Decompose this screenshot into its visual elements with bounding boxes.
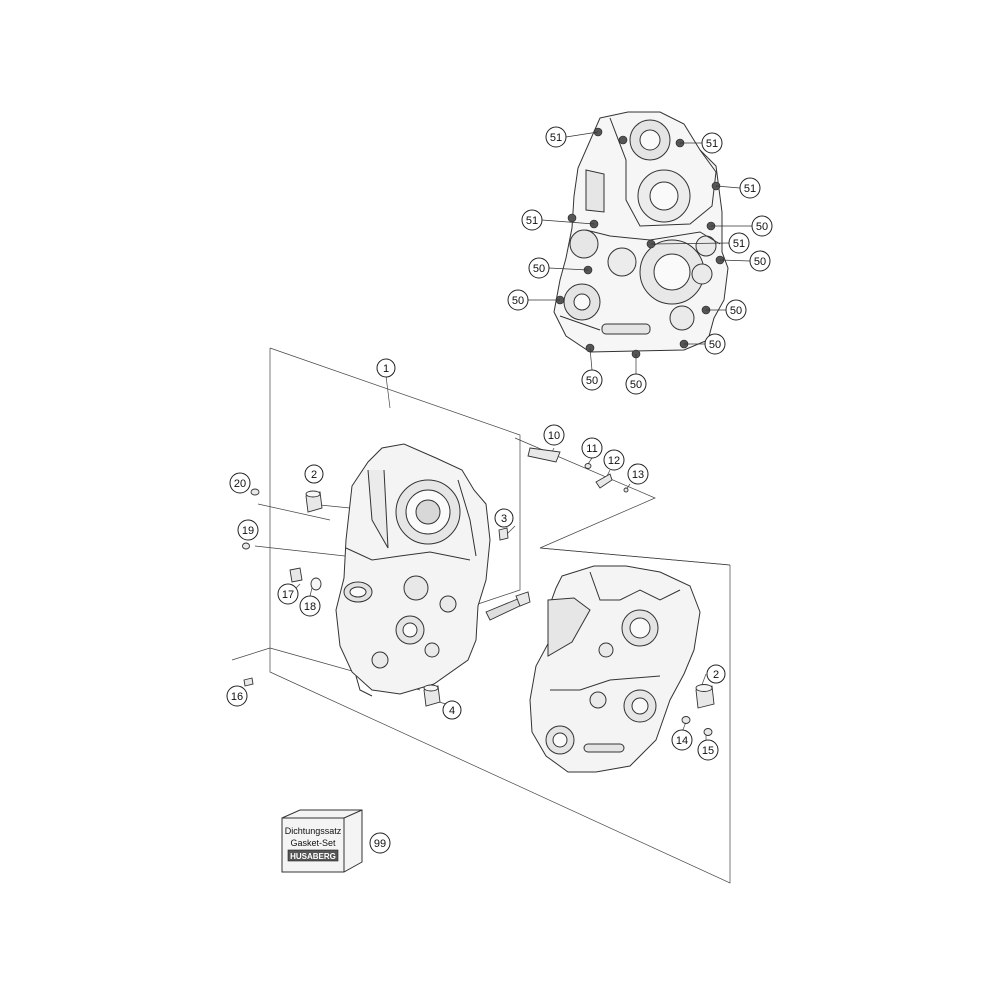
callout-50-g: 50 [581, 369, 603, 391]
callout-4: 4 [442, 700, 462, 720]
callout-label: 20 [234, 478, 246, 490]
callout-14: 14 [671, 729, 693, 751]
callout-label: 50 [586, 375, 598, 387]
loose-parts [242, 447, 715, 736]
callout-label: 51 [744, 183, 756, 195]
callout-label: 51 [733, 238, 745, 250]
callout-label: 2 [311, 469, 317, 481]
callouts: 1 2 2 3 4 10 11 12 13 14 15 16 17 18 19 … [226, 358, 726, 854]
callout-51-d: 51 [521, 209, 543, 231]
callout-label: 51 [706, 138, 718, 150]
brand-logo-plate [287, 849, 339, 862]
callout-50-e: 50 [725, 299, 747, 321]
callout-2-left: 2 [304, 464, 324, 484]
callout-label: 1 [383, 363, 389, 375]
callout-19: 19 [237, 519, 259, 541]
callout-17: 17 [277, 583, 299, 605]
callout-label: 14 [676, 735, 688, 747]
callout-label: 50 [630, 379, 642, 391]
callout-label: 50 [754, 256, 766, 268]
callout-label: 10 [548, 430, 560, 442]
crankcase-left-half [335, 443, 491, 697]
callout-50-a: 50 [751, 215, 773, 237]
callout-label: 2 [713, 669, 719, 681]
callout-label: 19 [242, 525, 254, 537]
gasket-set-box: Dichtungssatz Gasket-Set HUSABERG [281, 809, 363, 873]
crankcase-right-half [529, 565, 701, 773]
callout-15: 15 [697, 739, 719, 761]
callout-50-h: 50 [625, 373, 647, 395]
callout-label: 51 [526, 215, 538, 227]
callout-99: 99 [369, 832, 391, 854]
callout-2-right: 2 [706, 664, 726, 684]
top-view-leaders [528, 131, 752, 374]
gasket-kit-line2: Gasket-Set [290, 838, 336, 848]
callout-50-b: 50 [749, 250, 771, 272]
crankcase-top-view [553, 111, 729, 353]
callout-label: 3 [501, 513, 507, 525]
callout-label: 4 [449, 705, 455, 717]
callout-13: 13 [627, 463, 649, 485]
callout-12: 12 [603, 449, 625, 471]
callout-3: 3 [494, 508, 514, 528]
callout-20: 20 [229, 472, 251, 494]
callout-label: 11 [586, 443, 597, 455]
callout-51-b: 51 [701, 132, 723, 154]
callout-11: 11 [581, 437, 603, 459]
callout-1: 1 [376, 358, 396, 378]
callout-label: 50 [533, 263, 545, 275]
callout-50-d: 50 [507, 289, 529, 311]
callout-label: 16 [231, 691, 243, 703]
callout-50-c: 50 [528, 257, 550, 279]
callout-label: 50 [709, 339, 721, 351]
gasket-kit-line1: Dichtungssatz [285, 826, 342, 836]
callout-label: 18 [304, 601, 316, 613]
callout-10: 10 [543, 424, 565, 446]
callout-51-a: 51 [545, 126, 567, 148]
callout-label: 15 [702, 745, 714, 757]
callout-label: 50 [730, 305, 742, 317]
callout-16: 16 [226, 685, 248, 707]
callout-50-f: 50 [704, 333, 726, 355]
top-view-callouts: 51 51 51 51 51 50 50 50 50 50 50 50 50 [507, 126, 773, 395]
callout-label: 50 [512, 295, 524, 307]
callout-label: 51 [550, 132, 562, 144]
callout-51-e: 51 [728, 232, 750, 254]
brand-logo: HUSABERG [290, 852, 336, 861]
callout-label: 13 [632, 469, 644, 481]
callout-label: 50 [756, 221, 768, 233]
callout-label: 17 [282, 589, 294, 601]
callout-18: 18 [299, 595, 321, 617]
callout-label: 12 [608, 455, 620, 467]
callout-label: 99 [374, 838, 386, 850]
callout-51-c: 51 [739, 177, 761, 199]
